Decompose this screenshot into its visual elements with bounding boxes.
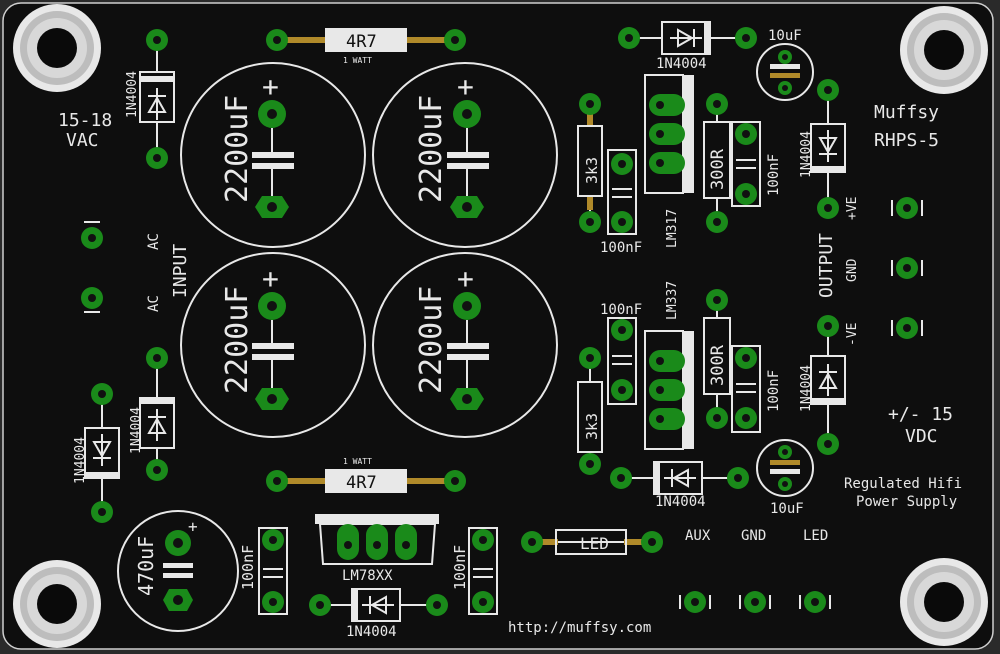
cap-10u-top-value: 10uF [768, 28, 802, 44]
input-ac-label-2: AC [146, 295, 162, 312]
cap-10u-top: 10uF [756, 28, 814, 101]
resistor-300r-bottom-value: 300R [708, 344, 728, 386]
regulator-lm337: LM337 [644, 281, 694, 450]
regulator-lm317: LM317 [644, 74, 694, 248]
output-vdc-unit: VDC [905, 426, 938, 447]
input-pad-1 [81, 227, 103, 249]
header-led-label: LED [803, 528, 828, 544]
diode-d1: 1N4004 [125, 29, 175, 169]
diode-out-pos-label: 1N4004 [799, 131, 814, 178]
cap-2200-a-value: 2200uF [220, 95, 255, 203]
cap-100n-neg-2-value: 100nF [766, 370, 782, 412]
cap-100n-pos-2-value: 100nF [766, 154, 782, 196]
diode-top-right: 1N4004 [618, 21, 757, 72]
resistor-4r7-top-value: 4R7 [346, 32, 377, 52]
mount-hole-bottom-right [900, 558, 988, 646]
cap-2200-a: + 2200uF [180, 62, 366, 248]
diode-d2-label: 1N4004 [129, 407, 144, 454]
input-pad-2 [81, 287, 103, 309]
diode-top-right-label: 1N4004 [656, 56, 707, 72]
cap-100n-pos-1: 100nF [600, 149, 642, 256]
output-terminal [891, 197, 923, 339]
led-resistor-label: LED [580, 534, 609, 553]
cap-470-value: 470uF [134, 536, 158, 596]
resistor-300r-top: 300R [703, 93, 731, 233]
input-label: INPUT [170, 244, 191, 298]
brand-name: Muffsy [874, 102, 939, 123]
description-line-1: Regulated Hifi [844, 476, 962, 492]
website-url: http://muffsy.com [508, 620, 651, 636]
output-neg-label: -VE [845, 323, 860, 346]
diode-d3: 1N4004 [73, 383, 120, 523]
cap-2200-c-plus: + [262, 262, 279, 295]
input-vac-value: 15-18 [58, 110, 112, 131]
description-line-2: Power Supply [856, 494, 957, 510]
cap-2200-a-plus: + [262, 70, 279, 103]
resistor-300r-bottom: 300R [703, 289, 731, 429]
cap-2200-b-value: 2200uF [414, 95, 449, 203]
diode-d3-label: 1N4004 [73, 437, 88, 484]
diode-out-pos: 1N4004 [799, 79, 846, 219]
resistor-300r-top-value: 300R [708, 148, 728, 190]
output-vdc-value: +/- 15 [888, 404, 953, 425]
regulator-lm317-label: LM317 [665, 209, 680, 248]
diode-out-neg-label: 1N4004 [799, 365, 814, 412]
diode-d78-label: 1N4004 [346, 624, 397, 640]
resistor-4r7-bottom-value: 4R7 [346, 473, 377, 493]
resistor-3k3-top-value: 3k3 [583, 157, 601, 184]
cap-2200-d: + 2200uF [372, 252, 558, 438]
cap-100n-pos-2: 100nF [731, 121, 782, 207]
resistor-3k3-bottom-value: 3k3 [583, 413, 601, 440]
regulator-lm78xx: LM78XX [315, 514, 439, 584]
diode-d1-label: 1N4004 [125, 71, 140, 118]
regulator-lm78xx-label: LM78XX [342, 568, 393, 584]
cap-470: + 470uF [117, 510, 239, 632]
cap-10u-bottom: 10uF [756, 439, 814, 517]
diode-bottom-right: 1N4004 [610, 461, 749, 510]
resistor-3k3-top: 3k3 [577, 93, 603, 233]
resistor-4r7-top-note: 1 WATT [343, 56, 372, 65]
cap-100n-78-left: 100nF [239, 527, 288, 615]
header-aux-label: AUX [685, 528, 711, 544]
input-vac-unit: VAC [66, 130, 99, 151]
output-pos-label: +VE [845, 197, 860, 220]
resistor-4r7-bottom: 4R7 1 WATT [266, 457, 466, 493]
mount-hole-bottom-left [13, 560, 101, 648]
model-name: RHPS-5 [874, 130, 939, 151]
cap-100n-neg-1-value: 100nF [600, 302, 642, 318]
output-gnd-label: GND [845, 258, 860, 282]
resistor-4r7-bottom-note: 1 WATT [343, 457, 372, 466]
diode-bottom-right-label: 1N4004 [655, 494, 706, 510]
led-resistor: LED [521, 529, 663, 555]
diode-d78: 1N4004 [309, 588, 448, 640]
cap-2200-c: + 2200uF [180, 252, 366, 438]
diode-d2: 1N4004 [129, 347, 175, 481]
input-ac-label-1: AC [146, 233, 162, 250]
resistor-3k3-bottom: 3k3 [577, 347, 603, 475]
header-gnd-label: GND [741, 528, 766, 544]
regulator-lm337-label: LM337 [665, 281, 680, 320]
cap-100n-78-right: 100nF [451, 527, 498, 615]
cap-100n-neg-1: 100nF [600, 302, 642, 405]
cap-100n-neg-2: 100nF [731, 345, 782, 433]
mount-hole-top-left [13, 4, 101, 92]
mount-hole-top-right [900, 6, 988, 94]
header-pads [679, 591, 831, 613]
cap-2200-b-plus: + [457, 70, 474, 103]
cap-10u-bottom-value: 10uF [770, 501, 804, 517]
cap-2200-b: + 2200uF [372, 62, 558, 248]
cap-470-plus: + [188, 517, 198, 536]
resistor-4r7-top: 4R7 1 WATT [266, 28, 466, 65]
cap-2200-c-value: 2200uF [220, 286, 255, 394]
output-label: OUTPUT [816, 233, 837, 298]
cap-100n-pos-1-value: 100nF [600, 240, 642, 256]
cap-100n-78-right-value: 100nF [451, 545, 469, 590]
diode-out-neg: 1N4004 [799, 315, 846, 455]
cap-2200-d-value: 2200uF [414, 286, 449, 394]
cap-100n-78-left-value: 100nF [239, 545, 257, 590]
cap-2200-d-plus: + [457, 262, 474, 295]
